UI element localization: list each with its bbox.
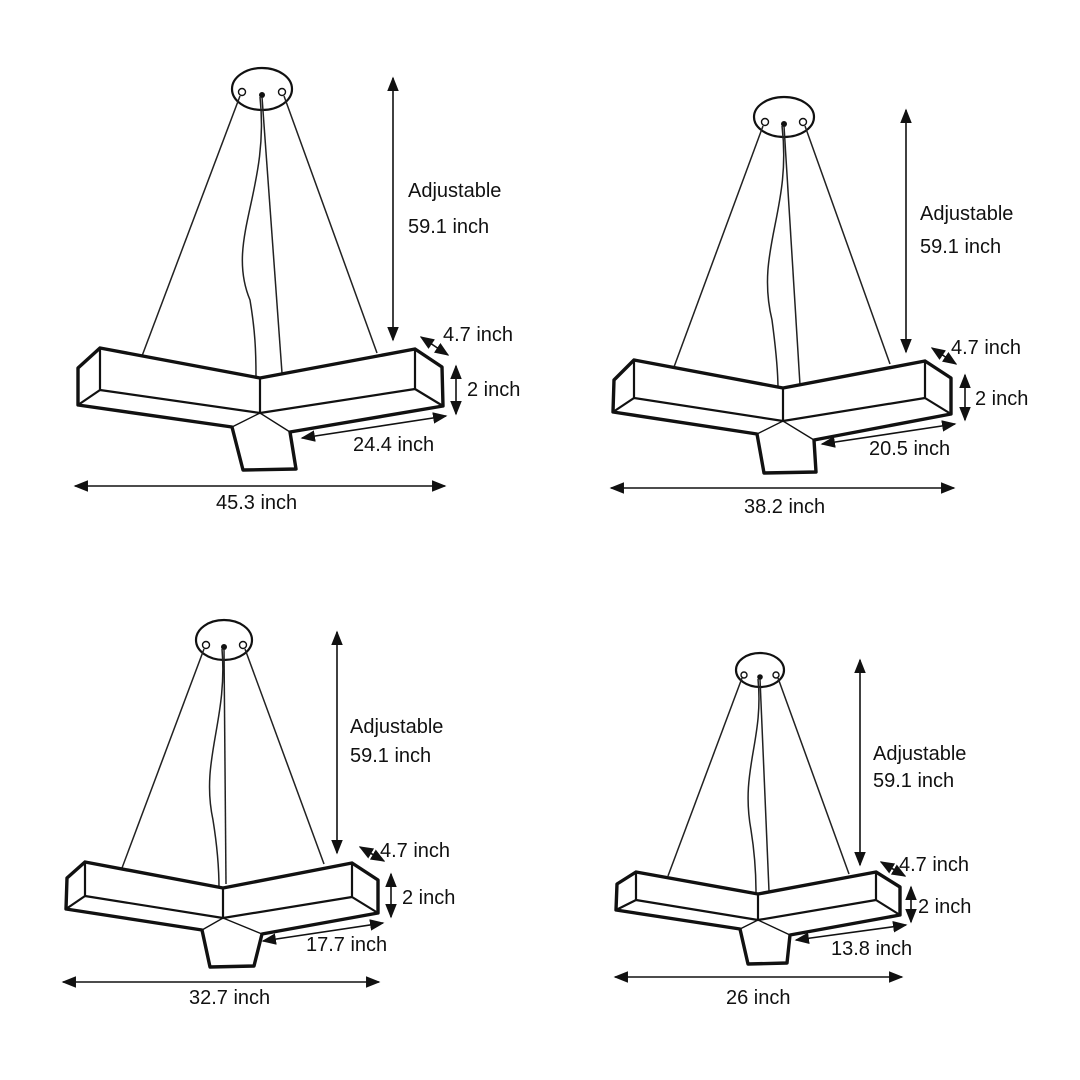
depth-dimension-arrow: [930, 347, 958, 365]
depth-label: 4.7 inch: [951, 337, 1021, 359]
depth-dimension-arrow: [358, 846, 386, 862]
arm-length-dimension-arrow: [794, 921, 908, 944]
height-label-line2: 59.1 inch: [408, 216, 489, 238]
suspension-cables: [141, 95, 378, 378]
suspension-cables: [121, 648, 325, 889]
height-label-line2: 59.1 inch: [873, 770, 954, 792]
overall-width-label: 26 inch: [726, 987, 791, 1009]
fixture-large: Adjustable 59.1 inch 4.7 inch 2 inch 24.…: [73, 66, 520, 514]
arm-length-dimension-arrow: [820, 420, 957, 448]
fixture-medium-large: Adjustable 59.1 inch 4.7 inch 2 inch 20.…: [609, 95, 1028, 518]
led-fixture-body: [64, 860, 380, 969]
overall-width-label: 38.2 inch: [744, 496, 825, 518]
arm-length-dimension-arrow: [261, 919, 385, 945]
overall-width-label: 45.3 inch: [216, 492, 297, 514]
fixture-medium: Adjustable 59.1 inch 4.7 inch 2 inch 17.…: [61, 618, 455, 1009]
arm-length-label: 20.5 inch: [869, 438, 950, 460]
ceiling-canopy: [230, 66, 294, 112]
suspension-cables: [667, 677, 850, 894]
depth-dimension-arrow: [879, 861, 907, 877]
height-label-line1: Adjustable: [920, 203, 1013, 225]
arm-length-label: 17.7 inch: [306, 934, 387, 956]
arm-length-label: 13.8 inch: [831, 938, 912, 960]
thickness-label: 2 inch: [918, 896, 971, 918]
depth-label: 4.7 inch: [380, 840, 450, 862]
depth-label: 4.7 inch: [443, 324, 513, 346]
led-fixture-body: [614, 870, 902, 966]
arm-length-dimension-arrow: [300, 412, 448, 442]
thickness-label: 2 inch: [402, 887, 455, 909]
ceiling-canopy: [194, 618, 254, 662]
height-label-line1: Adjustable: [350, 716, 443, 738]
thickness-label: 2 inch: [975, 388, 1028, 410]
thickness-label: 2 inch: [467, 379, 520, 401]
led-fixture-body: [611, 358, 953, 475]
height-label-line1: Adjustable: [408, 180, 501, 202]
arm-length-label: 24.4 inch: [353, 434, 434, 456]
height-label-line2: 59.1 inch: [920, 236, 1001, 258]
height-label-line2: 59.1 inch: [350, 745, 431, 767]
led-fixture-body: [76, 346, 445, 472]
overall-width-label: 32.7 inch: [189, 987, 270, 1009]
depth-dimension-arrow: [419, 336, 450, 356]
fixture-small: Adjustable 59.1 inch 4.7 inch 2 inch 13.…: [613, 651, 971, 1009]
depth-label: 4.7 inch: [899, 854, 969, 876]
height-label-line1: Adjustable: [873, 743, 966, 765]
suspension-cables: [673, 125, 891, 390]
